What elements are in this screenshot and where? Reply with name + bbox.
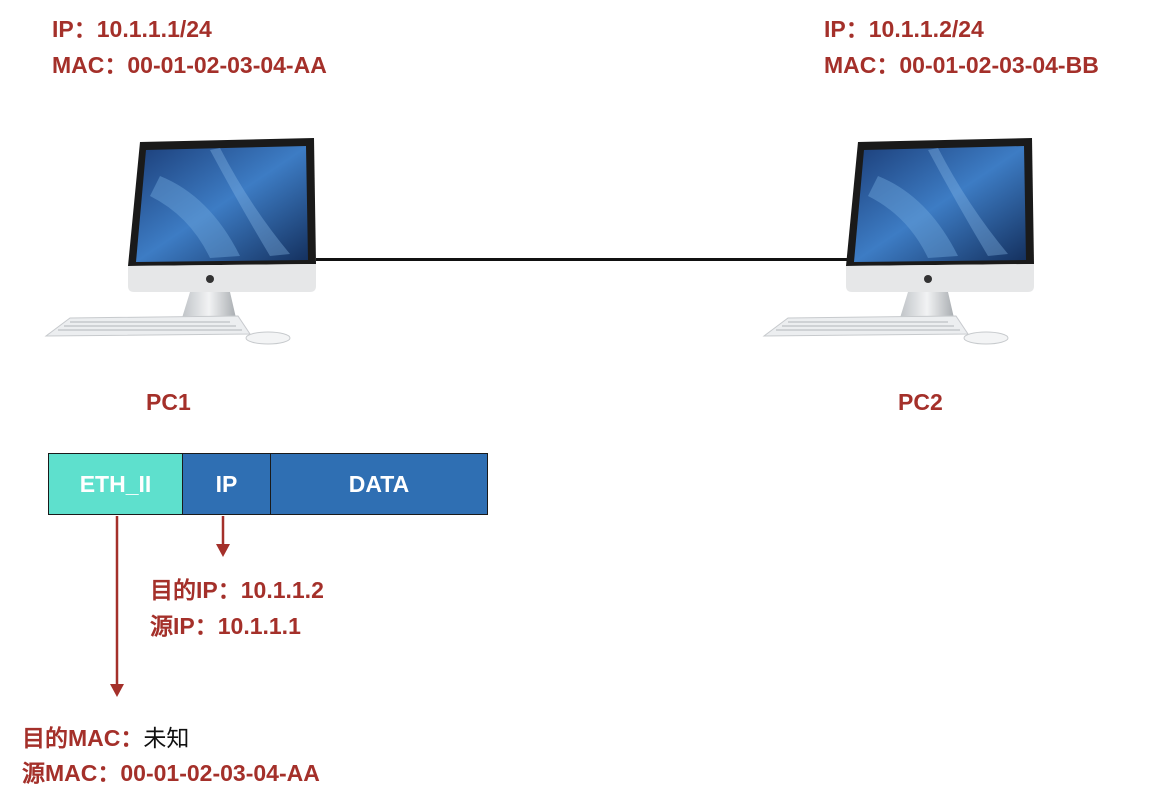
ip-dst-line: 目的IP：10.1.1.2 [150, 579, 324, 602]
pc2-ip-label: IP：10.1.1.2/24 [824, 16, 984, 42]
ip-dst-value: 10.1.1.2 [240, 577, 324, 603]
ip-src-value: 10.1.1.1 [217, 613, 301, 639]
eth-dst-line: 目的MAC：未知 [22, 727, 189, 750]
ip-arrow [216, 516, 230, 557]
network-link-line [316, 258, 848, 261]
ip-src-label: 源IP： [150, 613, 218, 639]
pc1-computer-icon [44, 138, 316, 345]
keyboard-icon [762, 315, 969, 337]
eth-dst-label: 目的MAC： [22, 725, 144, 751]
eth-dst-value: 未知 [143, 725, 190, 751]
data-segment: DATA [270, 454, 487, 514]
pc2-name-label: PC2 [898, 389, 943, 415]
eth-src-value: 00-01-02-03-04-AA [120, 760, 320, 786]
ip-src-line: 源IP：10.1.1.1 [150, 615, 301, 638]
eth-src-label: 源MAC： [22, 760, 121, 786]
keyboard-icon [44, 315, 251, 337]
pc1-ip-label: IP：10.1.1.1/24 [52, 16, 212, 42]
eth-arrow [110, 516, 124, 697]
mouse-icon [245, 331, 291, 345]
packet-frame: ETH_II IP DATA [48, 453, 488, 515]
pc1-mac-label: MAC：00-01-02-03-04-AA [52, 52, 327, 78]
pc1-name-label: PC1 [146, 389, 191, 415]
pc2-computer-icon [762, 138, 1034, 345]
ip-dst-label: 目的IP： [150, 577, 241, 603]
eth-src-line: 源MAC：00-01-02-03-04-AA [22, 762, 320, 785]
pc2-mac-label: MAC：00-01-02-03-04-BB [824, 52, 1099, 78]
ip-segment: IP [182, 454, 270, 514]
eth-ii-segment: ETH_II [49, 454, 182, 514]
mouse-icon [963, 331, 1009, 345]
